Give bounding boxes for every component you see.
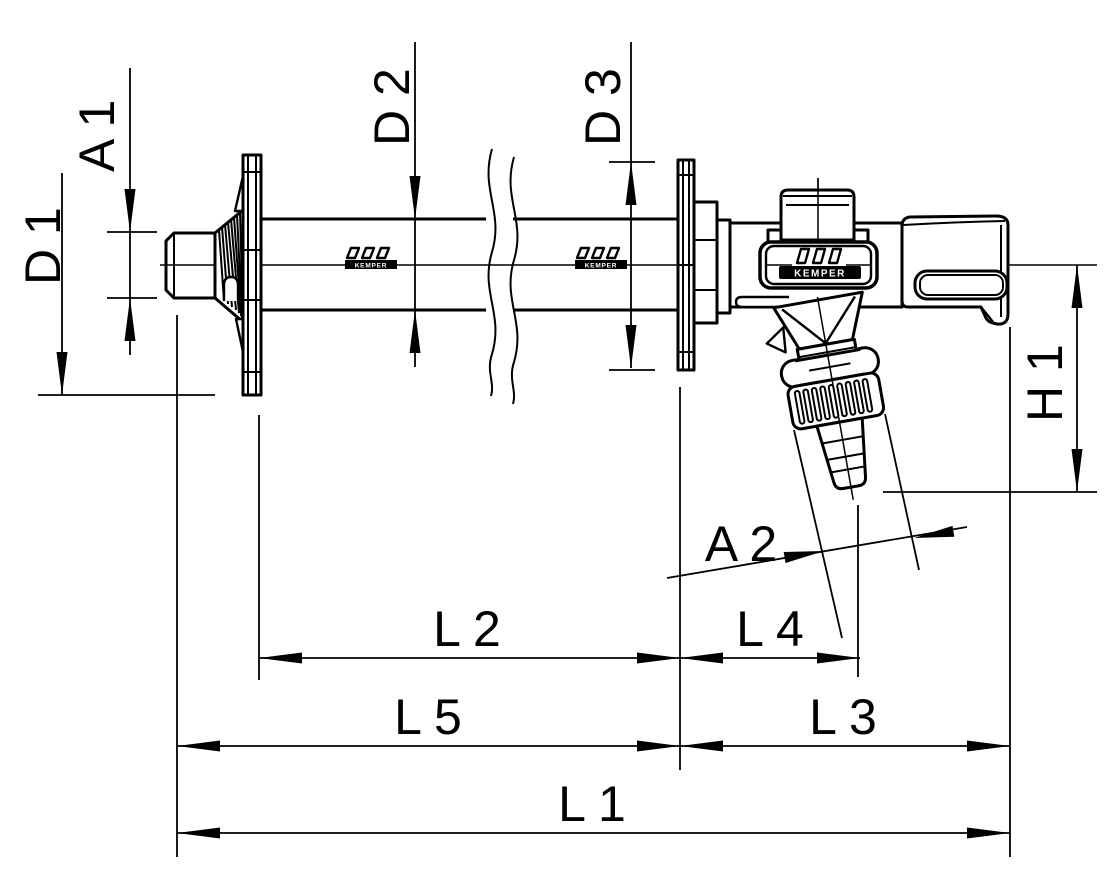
wall-pipe [261, 148, 678, 405]
dim-l4: L 4 [680, 601, 860, 664]
dim-label-a1: A 1 [69, 100, 125, 172]
union-neck [715, 218, 732, 315]
dim-label-d2: D 2 [364, 68, 420, 146]
dim-l3: L 3 [680, 689, 1010, 752]
dim-l2: L 2 [259, 601, 680, 664]
drain-spout [765, 326, 787, 354]
outlet-axis [816, 296, 854, 501]
brand-text: KEMPER [585, 263, 618, 270]
dim-d2: D 2 [364, 42, 421, 367]
break-line [487, 148, 497, 397]
dim-label-l1: L 1 [558, 776, 626, 832]
dim-label-l4: L 4 [736, 601, 804, 657]
handle [900, 214, 1010, 326]
dim-d1: D 1 [15, 173, 71, 395]
dim-a1: A 1 [69, 68, 157, 355]
wall-rosette-left [241, 153, 263, 397]
brand-text: KEMPER [794, 269, 846, 280]
union-hub [692, 200, 719, 325]
dim-label-a2: A 2 [705, 516, 777, 572]
dim-label-d3: D 3 [575, 68, 631, 146]
dim-l1: L 1 [177, 776, 1010, 839]
brand-text: KEMPER [355, 263, 388, 270]
break-line [509, 156, 519, 405]
dim-l5: L 5 [177, 689, 680, 752]
body-lip [734, 295, 789, 309]
wall-rosette-right [676, 158, 696, 372]
dim-d3: D 3 [575, 42, 655, 371]
hose-tail [815, 416, 868, 491]
dim-a2: A 2 [666, 516, 968, 579]
dimension-extension-lines [38, 315, 1097, 857]
hose-connector [765, 290, 886, 501]
dim-h1: H 1 [1017, 265, 1083, 492]
dim-label-d1: D 1 [15, 207, 71, 285]
brand-plate: KEMPER [758, 240, 879, 290]
dim-label-l5: L 5 [394, 689, 462, 745]
kemper-logo-pipe-2: KEMPER [575, 246, 627, 270]
inlet-fitting [164, 153, 263, 397]
dim-label-l2: L 2 [433, 601, 501, 657]
kemper-logo-pipe-1: KEMPER [345, 246, 397, 270]
handle-slot [913, 269, 1009, 301]
dim-label-h1: H 1 [1017, 344, 1073, 422]
dim-label-l3: L 3 [809, 689, 877, 745]
insulation-cone [213, 174, 245, 354]
